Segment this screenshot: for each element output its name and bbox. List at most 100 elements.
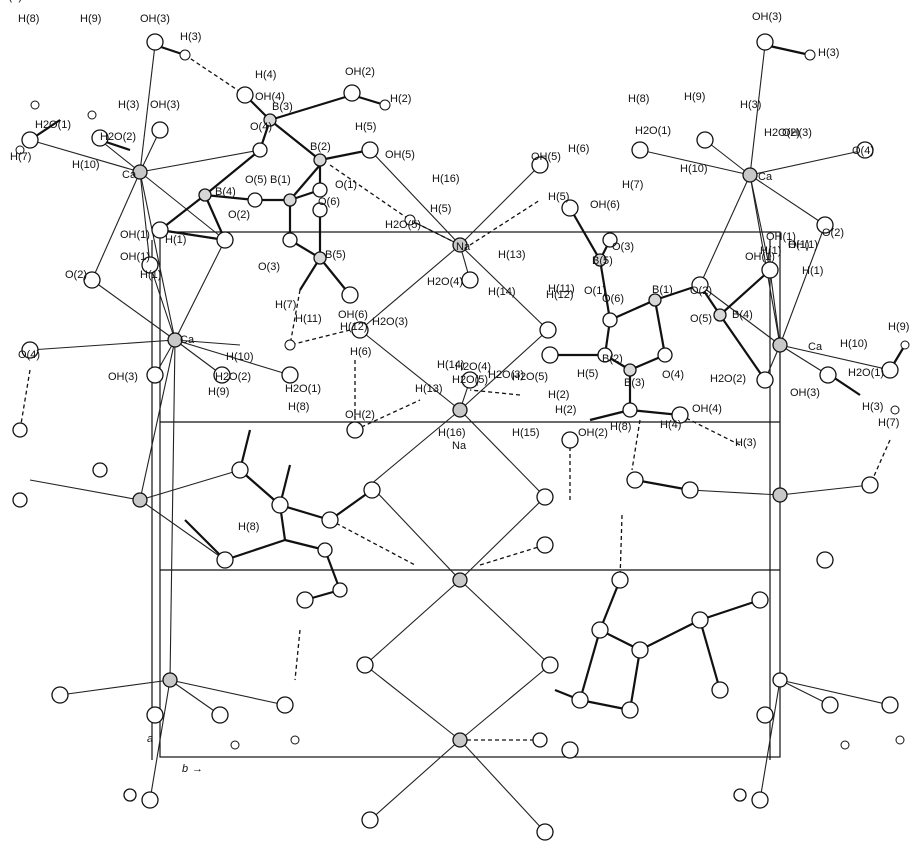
- atom-label: OH(6): [590, 199, 620, 211]
- atom-label: H(5): [577, 368, 598, 380]
- atom-label: H(11): [548, 283, 575, 295]
- atom-label: H2O(4): [427, 276, 463, 288]
- atom-label: OH(3): [752, 11, 782, 23]
- atom-label: Na: [456, 241, 471, 253]
- atom-label: O(2): [690, 285, 712, 297]
- atom-label: H(2): [548, 389, 569, 401]
- atom-label: OH(5): [385, 149, 415, 161]
- atom-label: H(10): [226, 351, 254, 363]
- atom-label: H2O(2): [215, 371, 251, 383]
- atom-label: H2O(5): [452, 374, 488, 386]
- atom-label: O(6): [318, 196, 340, 208]
- atom-label: OH(4): [692, 403, 722, 415]
- atom-label: Ca: [180, 334, 195, 346]
- atom-label: H(10): [72, 159, 100, 171]
- atom-label: O(2): [65, 269, 87, 281]
- atom-label: H(12): [340, 321, 368, 333]
- atom-label: OH(1): [745, 251, 775, 263]
- atom-label: OH(6): [338, 309, 368, 321]
- atom-label: H(15): [512, 427, 540, 439]
- atom-label: H(11): [295, 313, 322, 325]
- atom-label: B(4): [732, 309, 753, 321]
- atom-label: OH(1): [766, 231, 796, 243]
- atom-label: H(12): [546, 289, 574, 301]
- atom-label: OH(1): [788, 239, 818, 251]
- atom-label: H(2): [555, 404, 576, 416]
- atom-label: O(2): [228, 209, 250, 221]
- atom-label: H(7): [622, 179, 643, 191]
- atom-label: H(7): [275, 299, 296, 311]
- atom-label: OH(5): [531, 151, 561, 163]
- atom-label: B(4): [215, 186, 236, 198]
- atom-label: H2O(5): [385, 219, 421, 231]
- atom-label: H(13): [415, 383, 443, 395]
- atom-label: H(2): [390, 93, 411, 105]
- atom-label: H(8): [238, 521, 259, 533]
- atom-label: H(3): [818, 47, 839, 59]
- atom-label: H(10): [680, 163, 708, 175]
- atom-label: H(1): [760, 245, 781, 257]
- atom-label: OH(3): [790, 387, 820, 399]
- atom-label: O(3): [612, 241, 634, 253]
- atom-label: O(5): [245, 174, 267, 186]
- atom-label: O(5): [0, 0, 22, 3]
- atom-label: H(1): [140, 269, 161, 281]
- atom-label: H2O(1): [285, 383, 321, 395]
- atom-label: H2O(1): [635, 125, 671, 137]
- atom-label: H(6): [568, 143, 589, 155]
- atom-label: H(3): [735, 437, 756, 449]
- atom-label: H(13): [498, 249, 526, 261]
- atom-label: O(5): [690, 313, 712, 325]
- atom-label: H(10): [840, 338, 868, 350]
- atom-label: OH(2): [578, 427, 608, 439]
- atom-label: H(4): [660, 419, 681, 431]
- atom-label: H(8): [288, 401, 309, 413]
- atom-label: H2O(3): [488, 369, 524, 381]
- atom-label: Ca: [122, 169, 137, 181]
- atom-label: H(3): [118, 99, 139, 111]
- atom-label: OH(4): [255, 91, 285, 103]
- atom-labels: OH(3)H(3)H(4)OH(4)B(3)OH(2)H(2)H(8)H(9)H…: [0, 0, 909, 533]
- atom-label: O(3): [258, 261, 280, 273]
- atom-label: OH(1): [120, 251, 150, 263]
- atom-label: H2O(2): [710, 373, 746, 385]
- atom-label: H(8): [610, 421, 631, 433]
- atom-label: H2O(2): [100, 131, 136, 143]
- atom-label: B(1): [652, 284, 673, 296]
- atom-label: Ca: [808, 341, 823, 353]
- coordination-bonds: [29, 44, 891, 833]
- atom-label: H(5): [355, 121, 376, 133]
- atom-label: B(2): [310, 141, 331, 153]
- atom-label: H2O(3): [372, 316, 408, 328]
- b-axis-label: b: [182, 763, 188, 775]
- atom-label: H(9): [684, 91, 705, 103]
- atom-label: OH(3): [150, 99, 180, 111]
- atom-label: B(5): [325, 249, 346, 261]
- atom-label: O(4): [18, 349, 40, 361]
- atom-label: B(5): [592, 255, 613, 267]
- atom-label: H2O(4): [455, 361, 491, 373]
- atom-label: OH(2): [345, 409, 375, 421]
- atom-label: Na: [452, 440, 467, 452]
- atom-label: H(5): [430, 203, 451, 215]
- atom-label: H(3): [180, 31, 201, 43]
- atom-label: O(4): [250, 121, 272, 133]
- atom-label: O(6): [602, 293, 624, 305]
- atom-label: H2O(1): [848, 367, 884, 379]
- atom-label: O(1): [584, 285, 606, 297]
- atom-label: H(9): [80, 13, 101, 25]
- atom-label: H(6): [350, 346, 371, 358]
- atom-label: O(2): [822, 227, 844, 239]
- b-axis-arrow: →: [192, 763, 203, 775]
- atom-label: H(14): [488, 286, 516, 298]
- atom-label: OH(3): [782, 127, 812, 139]
- atom-label: H(7): [878, 417, 899, 429]
- atom-label: H(9): [208, 386, 229, 398]
- atom-label: B(1): [270, 174, 291, 186]
- axis-indicator: b → a: [147, 732, 203, 775]
- atom-label: H2O(5): [512, 371, 548, 383]
- atom-label: H(16): [432, 173, 460, 185]
- atom-label: OH(3): [140, 13, 170, 25]
- atom-label: H(5): [548, 191, 569, 203]
